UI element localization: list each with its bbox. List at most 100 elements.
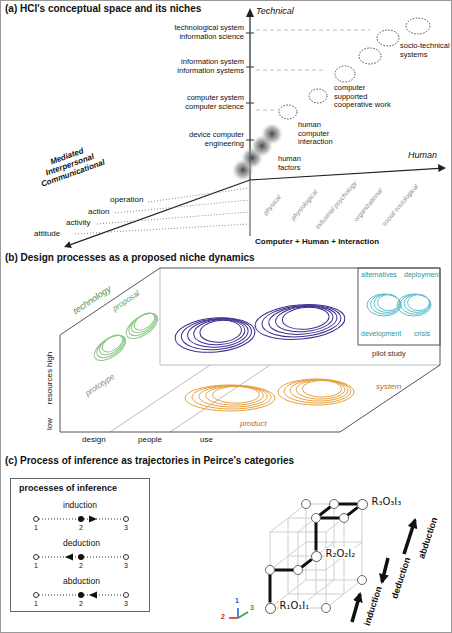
trajectory-loop <box>281 305 330 331</box>
box-title: processes of inference <box>19 483 117 493</box>
label: social sociological <box>380 183 419 228</box>
label: activity <box>66 218 90 227</box>
label: 1 <box>235 597 239 605</box>
label: pilot study <box>372 350 406 359</box>
lattice-line <box>344 556 345 594</box>
lattice-line <box>316 556 317 594</box>
lattice-line <box>298 532 299 570</box>
axis-arrowhead <box>246 8 254 17</box>
trajectory-loop <box>302 380 342 397</box>
trajectory-loop <box>186 317 249 350</box>
category-dot <box>78 554 84 560</box>
category-label: R₃O₃I₃ <box>371 496 403 508</box>
trajectory-loop <box>254 301 347 343</box>
niche-ellipse <box>335 66 355 82</box>
box-edge <box>160 268 161 365</box>
trajectory-loop <box>199 319 242 344</box>
category-dot <box>34 593 39 598</box>
label: (a) HCI's conceptual space and its niche… <box>5 3 201 15</box>
label: human factors <box>278 155 322 172</box>
lattice-node <box>340 514 349 523</box>
trajectory-loop <box>185 385 275 411</box>
trajectory-loop <box>90 330 130 365</box>
trajectory-loop <box>401 294 431 314</box>
label: industrial psychology <box>314 179 359 230</box>
trajectory-loop <box>404 294 430 312</box>
category-dot <box>34 555 39 560</box>
lattice-node <box>294 566 303 575</box>
label: technology <box>71 284 113 317</box>
label: device computer engineering <box>160 131 244 148</box>
trajectory-loop <box>128 309 159 337</box>
axis-tick <box>246 33 254 34</box>
axis-arrowhead <box>64 241 72 248</box>
label: action <box>88 207 109 216</box>
niche-ellipse <box>406 18 430 34</box>
label: development <box>361 330 401 338</box>
label: physiological <box>289 188 319 221</box>
communication-axis <box>71 180 250 245</box>
induction-arrow <box>352 594 360 622</box>
column-line <box>110 365 210 432</box>
lattice-line <box>306 542 307 580</box>
direction-arrow <box>65 554 73 561</box>
label: product <box>240 419 267 428</box>
label: Mediated Interpersonal Communicational <box>26 138 114 192</box>
legend-text: 1 <box>34 600 38 608</box>
label: deployment <box>404 271 440 279</box>
label: Computer + Human + Interaction <box>255 237 379 246</box>
legend-box: processes of inferenceinduction123deduct… <box>10 478 150 612</box>
trajectory-loop <box>275 304 335 334</box>
grid-dash <box>256 110 278 111</box>
lattice-line <box>362 542 363 580</box>
label: operation <box>110 195 143 204</box>
lattice-line <box>362 504 363 542</box>
trajectory-loop <box>371 294 401 314</box>
category-dot <box>124 593 129 598</box>
category-dot <box>124 555 129 560</box>
legend-text: 3 <box>124 524 128 532</box>
trajectory-loop <box>122 308 162 343</box>
niche-ellipse <box>309 89 327 103</box>
trajectory-loop <box>213 386 260 403</box>
lattice-line <box>288 580 306 594</box>
axis-key-line <box>237 608 239 618</box>
label: induction <box>362 585 384 627</box>
label: (c) Process of inference as trajectories… <box>5 455 294 467</box>
trajectory-loop <box>93 331 128 362</box>
label: crisis <box>414 330 430 338</box>
trajectory-loop <box>374 294 400 312</box>
grid-dash <box>256 30 370 31</box>
category-dot <box>78 592 84 598</box>
trajectory-loop <box>199 386 267 407</box>
lattice-line <box>270 532 298 533</box>
niche-ellipse <box>359 48 381 64</box>
category-dot <box>78 516 84 522</box>
lattice-node <box>330 500 339 509</box>
lattice-line <box>298 532 326 533</box>
trajectory-loop <box>193 318 246 347</box>
lattice-line <box>306 504 307 542</box>
grid-dash <box>256 70 325 71</box>
trajectory-loop <box>180 316 253 353</box>
axis-key-line <box>238 612 248 618</box>
trajectory-loop <box>367 294 401 316</box>
label: attitude <box>34 229 60 238</box>
box-edge <box>160 365 440 366</box>
legend-text: abduction <box>63 577 100 587</box>
level-line <box>148 188 250 202</box>
lattice-line <box>270 518 288 532</box>
category-dot <box>124 517 129 522</box>
box-edge <box>60 268 160 335</box>
trajectory-loop <box>378 295 400 311</box>
lattice-line <box>334 504 335 542</box>
lattice-line <box>306 542 334 543</box>
lattice-node <box>312 514 321 523</box>
trajectory-loop <box>296 380 345 399</box>
lattice-line <box>316 594 344 595</box>
category-dot <box>34 517 39 522</box>
category-node: R₁O₁I₁ <box>265 603 276 614</box>
axis-key-line <box>229 617 238 619</box>
